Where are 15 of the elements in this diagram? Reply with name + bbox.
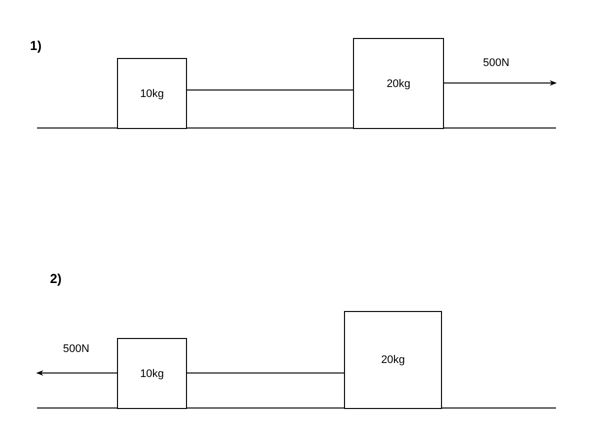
- force-arrow: [444, 80, 557, 86]
- edge-label: 500N: [63, 343, 90, 355]
- part-number: 2): [50, 271, 62, 286]
- mass-label: 10kg: [140, 88, 164, 100]
- mass-label: 10kg: [140, 368, 164, 380]
- mass-label: 20kg: [386, 78, 410, 90]
- block-box: [353, 38, 444, 129]
- rope-line: [186, 372, 344, 374]
- edge-label: 500N: [483, 57, 510, 69]
- part-number: 1): [30, 38, 42, 53]
- block-box: [344, 311, 442, 409]
- block-box: [117, 338, 187, 409]
- mass-label: 20kg: [381, 354, 405, 366]
- force-arrow: [36, 370, 118, 376]
- block-box: [117, 58, 187, 129]
